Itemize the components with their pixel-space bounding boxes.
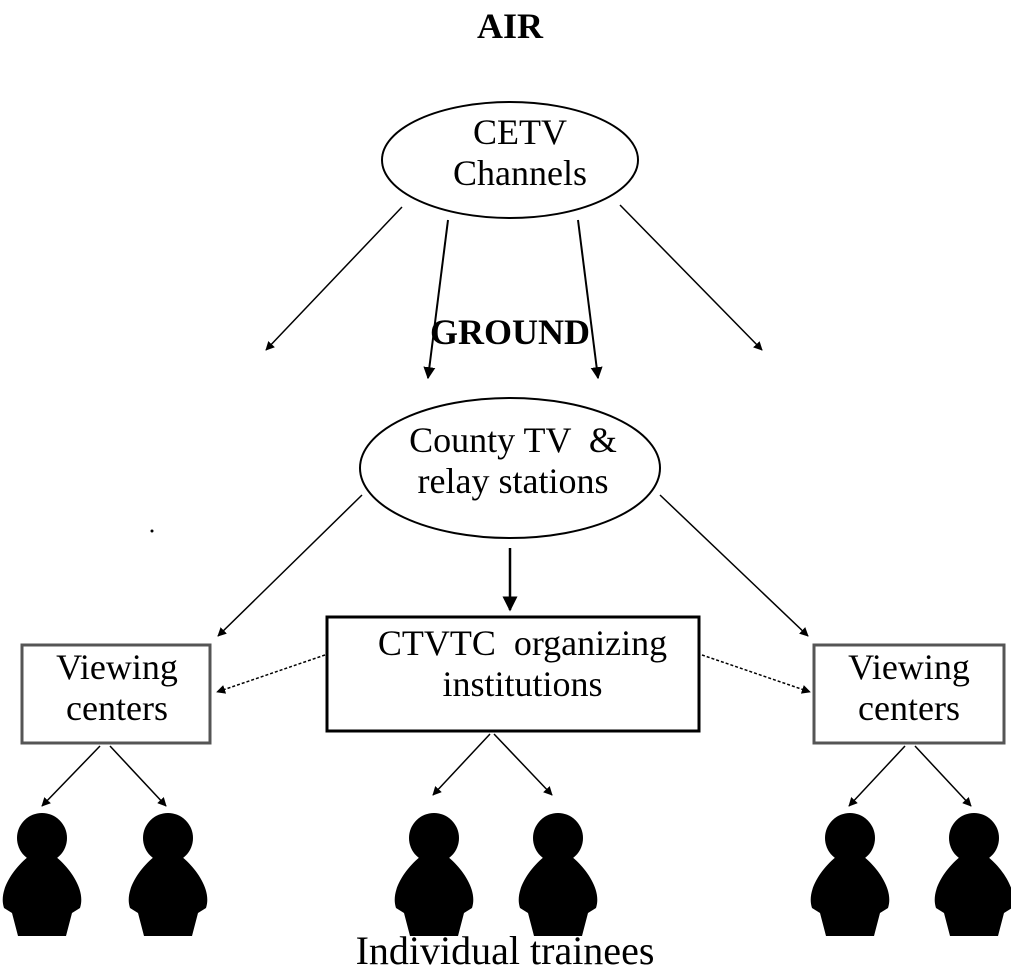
arrow-ctvtc-right <box>701 654 811 694</box>
viewing-centers-right-box <box>812 643 1006 745</box>
viewing-left-line-1: Viewing <box>56 647 178 687</box>
arrow-county-right <box>659 494 809 637</box>
arrow-county-left <box>217 494 363 637</box>
arrow-left-to-trainee-2 <box>109 745 167 807</box>
viewing-centers-right-label: Viewing centers <box>816 647 1002 730</box>
viewing-centers-left-box <box>20 643 212 745</box>
ctvtc-line-1: CTVTC organizing <box>377 623 668 663</box>
county-tv-label: County TV & relay stations <box>368 420 658 503</box>
arrow-ctvtc-left <box>216 654 326 694</box>
arrow-cetv-far-right <box>619 204 763 351</box>
ctvtc-line-2: institutions <box>442 664 603 705</box>
arrow-cetv-left <box>423 219 449 380</box>
ctvtc-box <box>325 615 701 733</box>
arrow-right-to-trainee-2 <box>914 745 972 807</box>
arrow-cetv-far-left <box>265 206 403 351</box>
county-tv-node <box>359 397 661 539</box>
person-silhouette-icon <box>810 813 890 936</box>
arrow-left-to-trainee-1 <box>41 745 101 807</box>
cetv-channels-label: CETV Channels <box>420 112 620 195</box>
arrow-center-to-trainee-1 <box>432 733 491 796</box>
person-silhouette-icon <box>128 813 208 936</box>
air-label: AIR <box>476 6 543 46</box>
ctvtc-label: CTVTC organizing institutions <box>330 623 715 706</box>
individual-trainees-label: Individual trainees <box>355 928 655 973</box>
cetv-channels-node <box>381 101 639 219</box>
cetv-line-2: Channels <box>453 153 587 194</box>
person-silhouette-icon <box>518 813 598 936</box>
county-line-1: County TV & <box>409 420 617 460</box>
viewing-right-line-1: Viewing <box>848 647 970 687</box>
arrow-center-to-trainee-2 <box>493 733 553 796</box>
person-silhouette-icon <box>2 813 82 936</box>
stray-dot <box>150 529 154 533</box>
viewing-right-line-2: centers <box>858 688 960 729</box>
viewing-left-line-2: centers <box>66 688 168 729</box>
viewing-centers-left-label: Viewing centers <box>24 647 210 730</box>
ground-label: GROUND <box>430 312 590 352</box>
person-silhouette-icon <box>394 813 474 936</box>
arrow-cetv-right <box>577 219 603 380</box>
person-silhouette-icon <box>934 813 1011 936</box>
arrow-right-to-trainee-1 <box>848 745 906 807</box>
county-line-2: relay stations <box>417 461 609 502</box>
cetv-line-1: CETV <box>473 112 567 152</box>
